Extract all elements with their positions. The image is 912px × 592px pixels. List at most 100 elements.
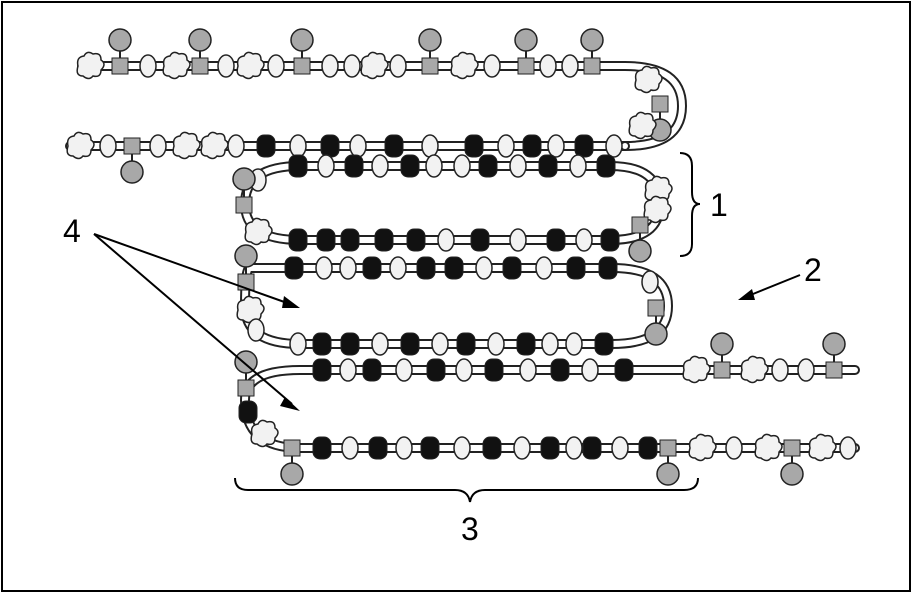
light-residue <box>421 134 439 158</box>
bulky-residue <box>808 433 837 462</box>
bulky-residue <box>76 51 105 80</box>
bulky-residue <box>250 419 279 448</box>
side-chain-head <box>514 28 538 52</box>
light-residue <box>513 436 531 460</box>
light-residue <box>839 436 857 460</box>
dark-residue <box>426 358 446 382</box>
light-residue <box>641 270 659 294</box>
bulky-residue <box>688 433 717 462</box>
side-chain-head <box>280 462 304 486</box>
side-chain-head <box>656 462 680 486</box>
arrow-4b-line <box>93 233 293 405</box>
dark-residue <box>522 134 542 158</box>
dark-residue <box>550 358 570 382</box>
bracket-3 <box>234 477 699 503</box>
light-residue <box>315 256 333 280</box>
side-chain-base <box>631 216 649 234</box>
light-residue <box>339 256 357 280</box>
side-chain-head <box>290 28 314 52</box>
residue-beads <box>66 28 857 486</box>
light-residue <box>561 54 579 78</box>
light-residue <box>339 358 357 382</box>
arrow-4a-line <box>93 233 291 305</box>
dark-residue <box>344 154 364 178</box>
bulky-residue <box>634 65 663 94</box>
annotations: 1 2 3 4 <box>63 152 822 547</box>
dark-residue <box>444 256 464 280</box>
dark-residue <box>406 228 426 252</box>
light-residue <box>535 256 553 280</box>
light-residue <box>509 228 527 252</box>
side-chain-base <box>659 439 677 457</box>
light-residue <box>453 436 471 460</box>
light-residue <box>267 54 285 78</box>
label-2: 2 <box>804 252 822 288</box>
side-chain-base <box>647 299 665 317</box>
side-chain-base <box>237 379 255 397</box>
dark-residue <box>400 332 420 356</box>
bulky-residue <box>200 131 229 160</box>
bracket-1 <box>679 152 701 257</box>
light-residue <box>569 154 587 178</box>
backbone-core <box>241 367 858 451</box>
dark-residue <box>320 134 340 158</box>
dark-residue <box>540 436 560 460</box>
side-chain-head <box>234 350 258 374</box>
side-chain-base <box>825 361 843 379</box>
side-chain-head <box>108 28 132 52</box>
light-residue <box>497 134 515 158</box>
light-residue <box>475 256 493 280</box>
dark-residue <box>594 332 614 356</box>
light-residue <box>139 54 157 78</box>
dark-residue <box>312 436 332 460</box>
light-residue <box>341 436 359 460</box>
side-chain-base <box>235 196 253 214</box>
dark-residue <box>384 134 404 158</box>
dark-residue <box>482 436 502 460</box>
dark-residue <box>362 358 382 382</box>
dark-residue <box>582 436 602 460</box>
dark-residue <box>374 228 394 252</box>
side-chain-head <box>822 332 846 356</box>
dark-residue <box>600 228 620 252</box>
light-residue <box>227 134 245 158</box>
side-chain-base <box>583 57 601 75</box>
dark-residue <box>596 154 616 178</box>
side-chain-base <box>293 57 311 75</box>
light-residue <box>565 332 583 356</box>
light-residue <box>389 256 407 280</box>
light-residue <box>581 358 599 382</box>
dark-residue <box>316 228 336 252</box>
side-chain-head <box>188 28 212 52</box>
dark-residue <box>340 228 360 252</box>
side-chain-head <box>780 462 804 486</box>
bulky-residue <box>682 355 711 384</box>
light-residue <box>771 358 789 382</box>
dark-residue <box>238 400 258 424</box>
light-residue <box>509 154 527 178</box>
light-residue <box>725 436 743 460</box>
light-residue <box>797 358 815 382</box>
side-chain-base <box>191 57 209 75</box>
light-residue <box>453 154 471 178</box>
dark-residue <box>256 134 276 158</box>
dark-residue <box>516 332 536 356</box>
light-residue <box>519 358 537 382</box>
dark-residue <box>614 358 634 382</box>
side-chain-base <box>123 137 141 155</box>
bulky-residue <box>236 51 265 80</box>
side-chain-base <box>283 439 301 457</box>
dark-residue <box>368 436 388 460</box>
bulky-residue <box>162 51 191 80</box>
light-residue <box>389 54 407 78</box>
arrow-4a-head <box>282 296 300 308</box>
light-residue <box>483 54 501 78</box>
light-residue <box>437 228 455 252</box>
dark-residue <box>288 154 308 178</box>
bulky-residue <box>754 433 783 462</box>
light-residue <box>289 134 307 158</box>
backbone-outline <box>239 161 666 245</box>
